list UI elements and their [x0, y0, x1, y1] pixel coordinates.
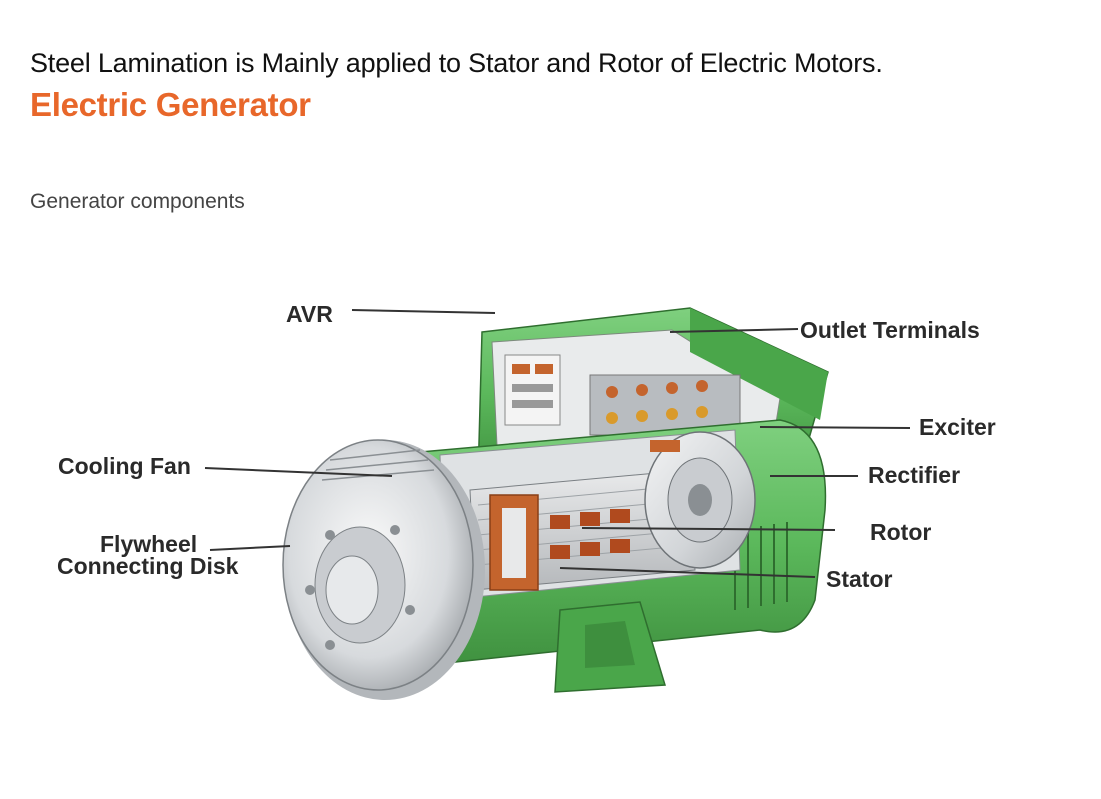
label-cooling-fan: Cooling Fan — [58, 453, 191, 479]
rotor-windings — [489, 494, 630, 591]
figure-caption: Generator components — [30, 190, 245, 213]
label-stator: Stator — [826, 566, 893, 592]
label-rectifier: Rectifier — [868, 462, 960, 488]
label-avr: AVR — [286, 301, 333, 327]
label-rotor: Rotor — [870, 519, 931, 545]
label-outlet-terminals: Outlet Terminals — [800, 317, 980, 343]
mounting-foot — [554, 601, 666, 693]
exciter-assembly — [644, 431, 756, 569]
leader-lines — [204, 309, 911, 578]
generator-diagram-svg: AVR Outlet Terminals Exciter Cooling Fan… — [57, 301, 996, 700]
label-connecting-disk: Connecting Disk — [57, 553, 239, 579]
label-exciter: Exciter — [919, 414, 996, 440]
generator-diagram: AVR Outlet Terminals Exciter Cooling Fan… — [0, 280, 1101, 720]
page-title: Electric Generator — [30, 86, 311, 123]
label-flywheel: Flywheel — [100, 531, 197, 557]
intro-text: Steel Lamination is Mainly applied to St… — [30, 48, 883, 78]
front-end-shield — [282, 439, 485, 700]
terminal-block — [589, 374, 741, 436]
